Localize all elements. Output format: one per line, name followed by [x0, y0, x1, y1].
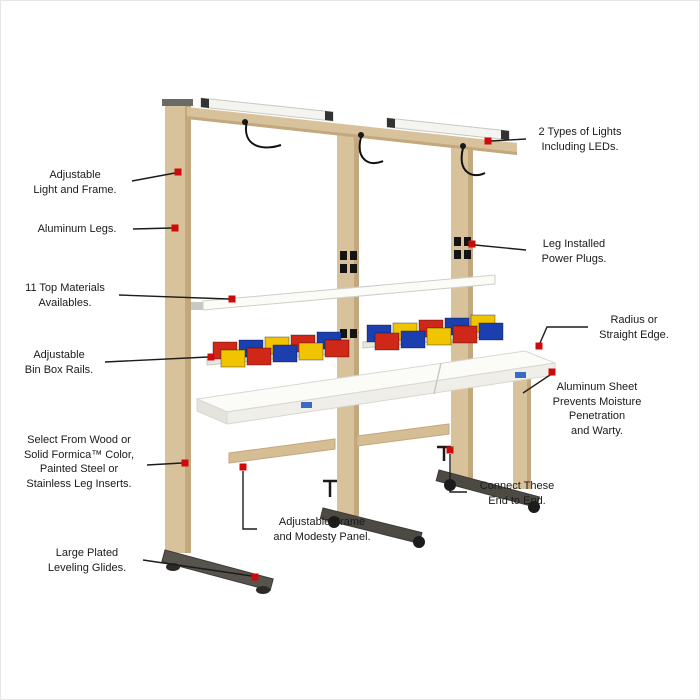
bin [272, 344, 298, 363]
leader-line [131, 172, 176, 182]
leader-line [146, 462, 183, 466]
callout-marker [446, 446, 454, 454]
middle-upright [337, 134, 359, 516]
far-right-leg [513, 361, 531, 489]
callout-label-bin-box-rails: Adjustable Bin Box Rails. [24, 349, 94, 376]
bin [220, 349, 246, 368]
callout-label-adjustable-light-frame: Adjustable Light and Frame. [33, 169, 117, 196]
callout-marker [484, 137, 492, 145]
callout-marker [228, 295, 236, 303]
caster-wheel [328, 516, 340, 528]
modesty-panels [228, 423, 450, 464]
callout-markers [171, 137, 556, 581]
callout-label-leg-inserts: Select From Wood or Solid Formica™ Color… [23, 434, 135, 490]
leader-line [132, 227, 173, 230]
leader-lines [104, 138, 588, 577]
crank-handles [323, 445, 451, 497]
leader-line [490, 138, 527, 142]
leader-line [118, 294, 230, 300]
caster-wheel [413, 536, 425, 548]
callout-label-leveling-glides: Large Plated Leveling Glides. [47, 547, 127, 574]
worktop-seam [433, 362, 442, 395]
callout-label-connect-end-to-end: Connect These End to End. [479, 480, 555, 507]
label-sticker [515, 372, 526, 378]
leader-line [104, 356, 209, 363]
bin [400, 330, 426, 349]
leader-line [449, 454, 467, 493]
bin [374, 332, 400, 351]
leveling-glide [256, 586, 270, 594]
top-light-beam [187, 107, 517, 155]
leader-line [474, 244, 527, 251]
callout-marker [207, 353, 215, 361]
callout-marker [171, 224, 179, 232]
callout-marker [548, 368, 556, 376]
bin-boxes [212, 314, 504, 368]
callout-marker [468, 240, 476, 248]
power-cables [245, 120, 486, 177]
caster-wheel [528, 501, 540, 513]
light-fixture-left [200, 97, 334, 122]
bin [478, 322, 504, 341]
leader-line [242, 471, 257, 530]
bin [298, 342, 324, 361]
fixture-knobs [242, 119, 466, 149]
callout-label-top-materials: 11 Top Materials Availables. [25, 282, 105, 309]
callout-label-edge-options: Radius or Straight Edge. [599, 314, 669, 341]
leader-line [522, 374, 551, 394]
callout-marker [251, 573, 259, 581]
callout-label-power-plugs: Leg Installed Power Plugs. [541, 238, 607, 265]
power-plugs-middle-leg [340, 251, 357, 338]
power-plugs-right-leg [454, 237, 471, 259]
callout-label-aluminum-sheet: Aluminum Sheet Prevents Moisture Penetra… [552, 381, 642, 437]
bin [452, 325, 478, 344]
callout-marker [181, 459, 189, 467]
callout-marker [174, 168, 182, 176]
middle-shelf [191, 274, 496, 311]
callout-marker [535, 342, 543, 350]
label-sticker [301, 402, 312, 408]
leader-line [142, 559, 253, 577]
bin [324, 339, 350, 358]
bin [426, 327, 452, 346]
right-upright [451, 146, 473, 479]
callout-label-aluminum-legs: Aluminum Legs. [37, 223, 117, 235]
middle-foot [319, 507, 425, 548]
callout-label-frame-modesty-panel: Adjustable Frame and Modesty Panel. [273, 516, 371, 543]
left-foot [161, 549, 274, 594]
worktop [195, 350, 557, 425]
callout-marker [239, 463, 247, 471]
bin [246, 347, 272, 366]
leader-line [539, 326, 588, 344]
left-upright [162, 99, 193, 553]
callout-label-two-types-of-lights: 2 Types of Lights Including LEDs. [538, 126, 622, 153]
